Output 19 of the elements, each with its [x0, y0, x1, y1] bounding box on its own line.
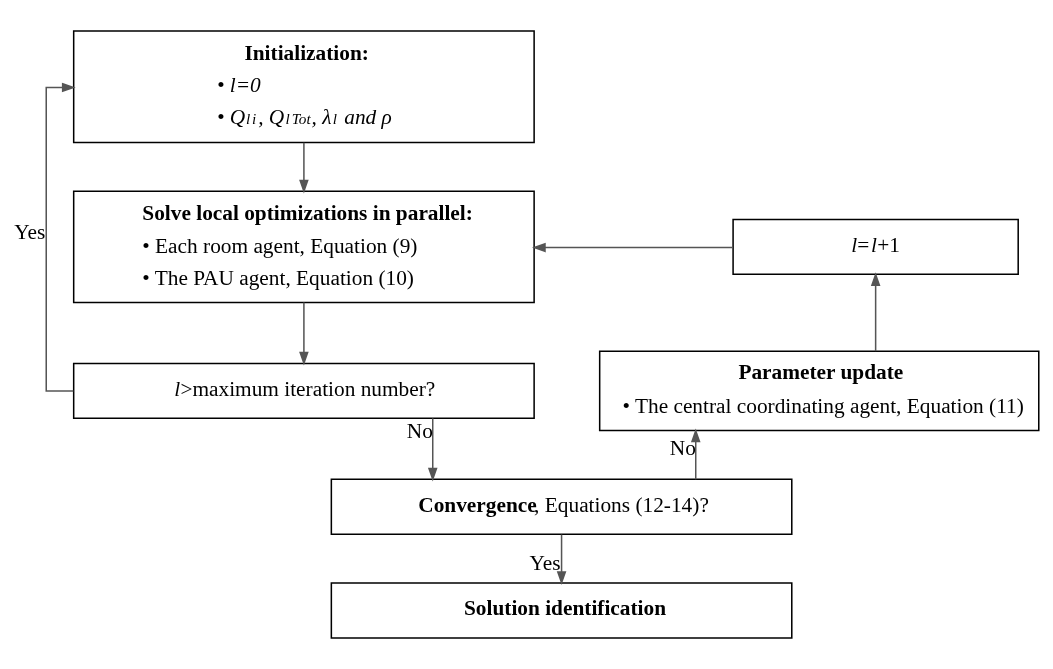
node-box: Convergence, Equations (12-14)? [330, 478, 793, 535]
arrow [427, 417, 438, 482]
arrow [45, 82, 76, 392]
arrow [556, 533, 567, 585]
edge-label: Yes [14, 219, 46, 244]
node-box: Initialization: • l=0 • Qli, QlTot, λl and ρ [72, 30, 535, 144]
arrow [532, 242, 734, 253]
arrow [299, 141, 309, 194]
arrow [870, 272, 881, 352]
node-box: l>maximum iteration number? [72, 362, 535, 420]
node-box: Solution identification [330, 582, 793, 639]
edge-label: No [669, 435, 696, 460]
arrow [299, 301, 309, 366]
edge-label: Yes [529, 551, 561, 576]
node-box: l=l+1 [732, 218, 1019, 276]
node-box: Parameter update • The central coordinating agent, Equation (11) [598, 350, 1040, 432]
arrow [690, 428, 701, 481]
edge-label: No [406, 418, 433, 443]
node-box: Solve local optimizations in parallel: • Each room agent, Equation (9) • The PAU agent, Equation (10) [72, 190, 535, 304]
